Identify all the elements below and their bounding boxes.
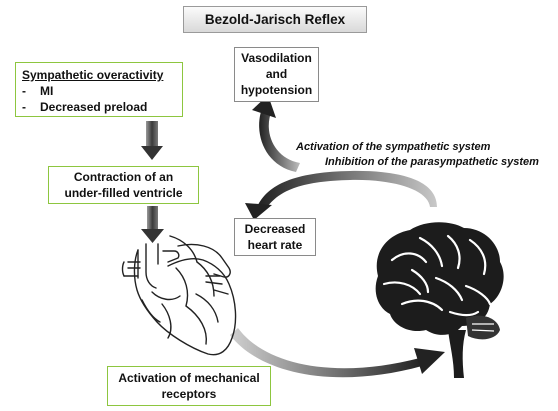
mechanical-receptors-box: Activation of mechanical receptors — [107, 366, 271, 406]
contraction-box: Contraction of an under-filled ventricle — [48, 166, 199, 204]
contraction-line-1: Contraction of an — [73, 170, 174, 184]
vasodilation-line-2: and — [265, 67, 288, 81]
page-title: Bezold-Jarisch Reflex — [183, 6, 367, 33]
heart-rate-line-1: Decreased — [244, 222, 306, 236]
heart-rate-line-2: heart rate — [247, 238, 303, 252]
receptors-line-1: Activation of mechanical — [118, 371, 260, 385]
down-arrow-1 — [141, 121, 163, 160]
cause-item-preload: Decreased preload — [22, 99, 176, 115]
brain-icon — [375, 222, 504, 378]
cause-item-mi: MI — [22, 83, 176, 99]
sympathetic-overactivity-box: Sympathetic overactivity MI Decreased pr… — [15, 62, 183, 117]
contraction-line-2: under-filled ventricle — [64, 186, 183, 200]
heart-rate-box: Decreased heart rate — [234, 218, 316, 256]
parasympathetic-inhibition-label: Inhibition of the parasympathetic system — [325, 156, 539, 168]
sympathetic-heading: Sympathetic overactivity — [22, 68, 164, 82]
receptors-line-2: receptors — [161, 387, 217, 401]
curved-arrow-to-vasodilation — [252, 95, 300, 172]
down-arrow-2 — [141, 206, 164, 243]
vasodilation-line-1: Vasodilation — [241, 51, 312, 65]
bottom-arrow-heart-to-brain — [230, 328, 445, 378]
sympathetic-activation-label: Activation of the sympathetic system — [296, 141, 491, 153]
vasodilation-box: Vasodilation and hypotension — [234, 47, 319, 102]
vasodilation-line-3: hypotension — [240, 83, 313, 97]
heart-icon — [121, 235, 237, 356]
curved-arrow-to-heart-rate — [245, 170, 437, 220]
